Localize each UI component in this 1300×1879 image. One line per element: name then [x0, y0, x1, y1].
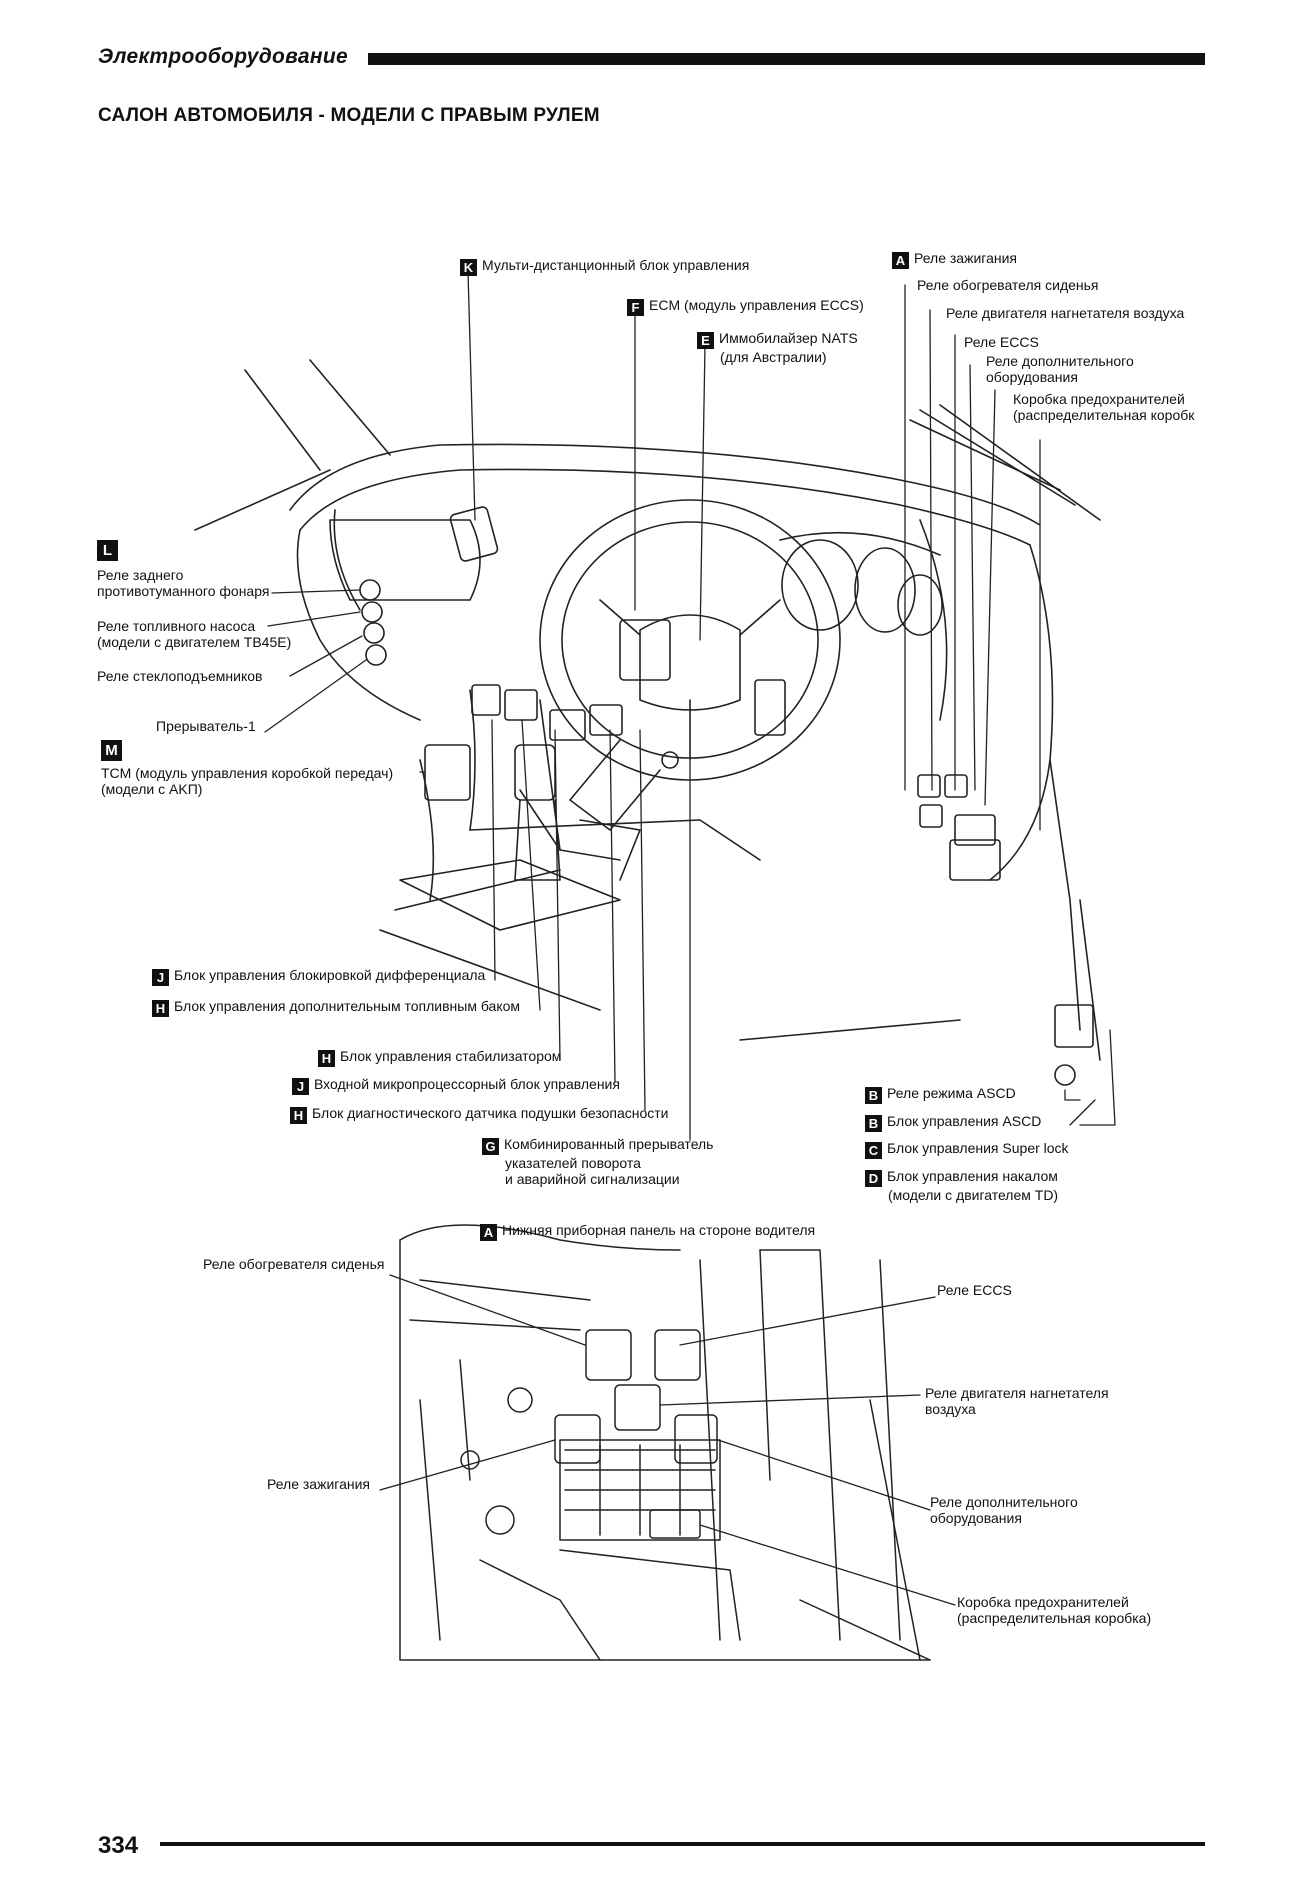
detail-label-seat-heater-relay: Реле обогревателя сиденья [203, 1256, 385, 1272]
badge-a: A [480, 1224, 497, 1241]
detail-label-eccs-relay: Реле ECCS [937, 1282, 1012, 1298]
badge-d: D [865, 1170, 882, 1187]
badge-l: L [97, 540, 118, 561]
badge-c: C [865, 1142, 882, 1159]
badge-b: B [865, 1087, 882, 1104]
footer-rule [160, 1842, 1205, 1846]
label-blower-relay: Реле двигателя нагнетателя воздуха [946, 305, 1185, 321]
badge-e: E [697, 332, 714, 349]
badge-f: F [627, 299, 644, 316]
page-title: САЛОН АВТОМОБИЛЯ - МОДЕЛИ С ПРАВЫМ РУЛЕМ [98, 105, 600, 126]
badge-a: A [892, 252, 909, 269]
badge-h: H [318, 1050, 335, 1067]
badge-m: M [101, 740, 122, 761]
label-fuse-box: Коробка предохранителей(распределительна… [1013, 391, 1195, 423]
detail-label-ignition-relay: Реле зажигания [267, 1476, 370, 1492]
header-rule [368, 53, 1205, 65]
page-number: 334 [98, 1832, 139, 1859]
badge-g: G [482, 1138, 499, 1155]
badge-h: H [290, 1107, 307, 1124]
label-breaker-1: Прерыватель-1 [156, 718, 256, 734]
badge-b: B [865, 1115, 882, 1132]
section-header: Электрооборудование [98, 45, 348, 68]
label-eccs-relay: Реле ECCS [964, 334, 1039, 350]
badge-j: J [292, 1078, 309, 1095]
badge-l-wrap: L [97, 540, 118, 561]
label-window-relay: Реле стеклоподъемников [97, 668, 263, 684]
badge-j: J [152, 969, 169, 986]
detail-label-fuse-box: Коробка предохранителей(распределительна… [957, 1594, 1152, 1626]
badge-h: H [152, 1000, 169, 1017]
badge-k: K [460, 259, 477, 276]
badge-m-wrap: M [101, 740, 122, 761]
label-tcm: TCM (модуль управления коробкой передач)… [101, 765, 394, 797]
label-fuel-pump-relay: Реле топливного насоса(модели с двигател… [97, 618, 292, 650]
label-seat-heater-relay: Реле обогревателя сиденья [917, 277, 1099, 293]
